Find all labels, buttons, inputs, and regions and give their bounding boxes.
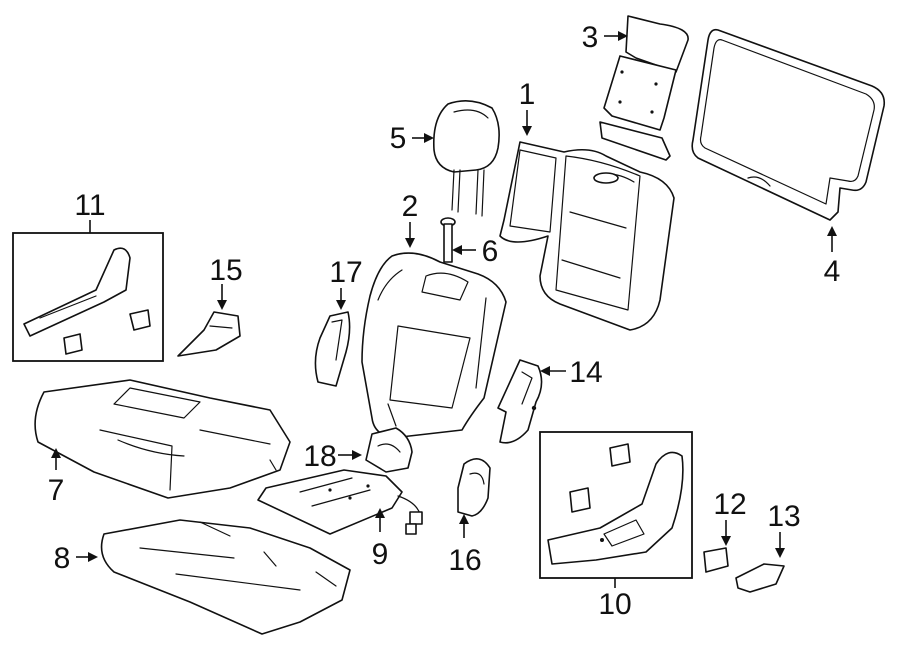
callout-11: 11 xyxy=(74,189,105,222)
callout-13: 13 xyxy=(767,500,800,533)
callout-6: 6 xyxy=(482,235,499,268)
seat-back-bracket xyxy=(599,15,689,161)
callout-12: 12 xyxy=(713,488,746,521)
hinge-cover xyxy=(177,311,241,357)
callout-17: 17 xyxy=(329,256,362,289)
recliner-knob-cover xyxy=(457,458,491,517)
headrest xyxy=(432,100,500,217)
callout-1: 1 xyxy=(519,78,536,111)
seat-back-assembly xyxy=(499,141,675,331)
part-11-frame-cover xyxy=(12,232,164,362)
callout-16: 16 xyxy=(448,544,481,577)
end-cover xyxy=(735,563,785,593)
seat-bracket xyxy=(365,427,413,473)
callout-14: 14 xyxy=(569,356,602,389)
headrest-guide xyxy=(440,217,456,263)
seat-cushion xyxy=(34,379,291,499)
seat-cushion-cover xyxy=(100,519,351,635)
callout-9: 9 xyxy=(372,538,389,571)
trim-clip xyxy=(703,547,729,573)
callout-15: 15 xyxy=(209,254,242,287)
seat-back-cover xyxy=(361,252,507,439)
recliner-cover xyxy=(497,359,543,444)
part-10-side-trim xyxy=(539,431,693,579)
callout-18: 18 xyxy=(303,440,336,473)
callout-labels: 1 2 3 4 5 6 7 8 9 10 11 12 13 14 15 16 1… xyxy=(48,21,841,621)
callout-2: 2 xyxy=(402,190,419,223)
seat-back-trim xyxy=(314,311,351,387)
callout-8: 8 xyxy=(54,542,71,575)
callout-10: 10 xyxy=(598,588,631,621)
callout-4: 4 xyxy=(824,255,841,288)
seat-back-panel xyxy=(691,28,886,221)
callout-5: 5 xyxy=(390,122,407,155)
seat-frame-pan xyxy=(257,469,423,535)
callout-7: 7 xyxy=(48,474,65,507)
leader-lines xyxy=(51,31,837,588)
callout-3: 3 xyxy=(582,21,599,54)
